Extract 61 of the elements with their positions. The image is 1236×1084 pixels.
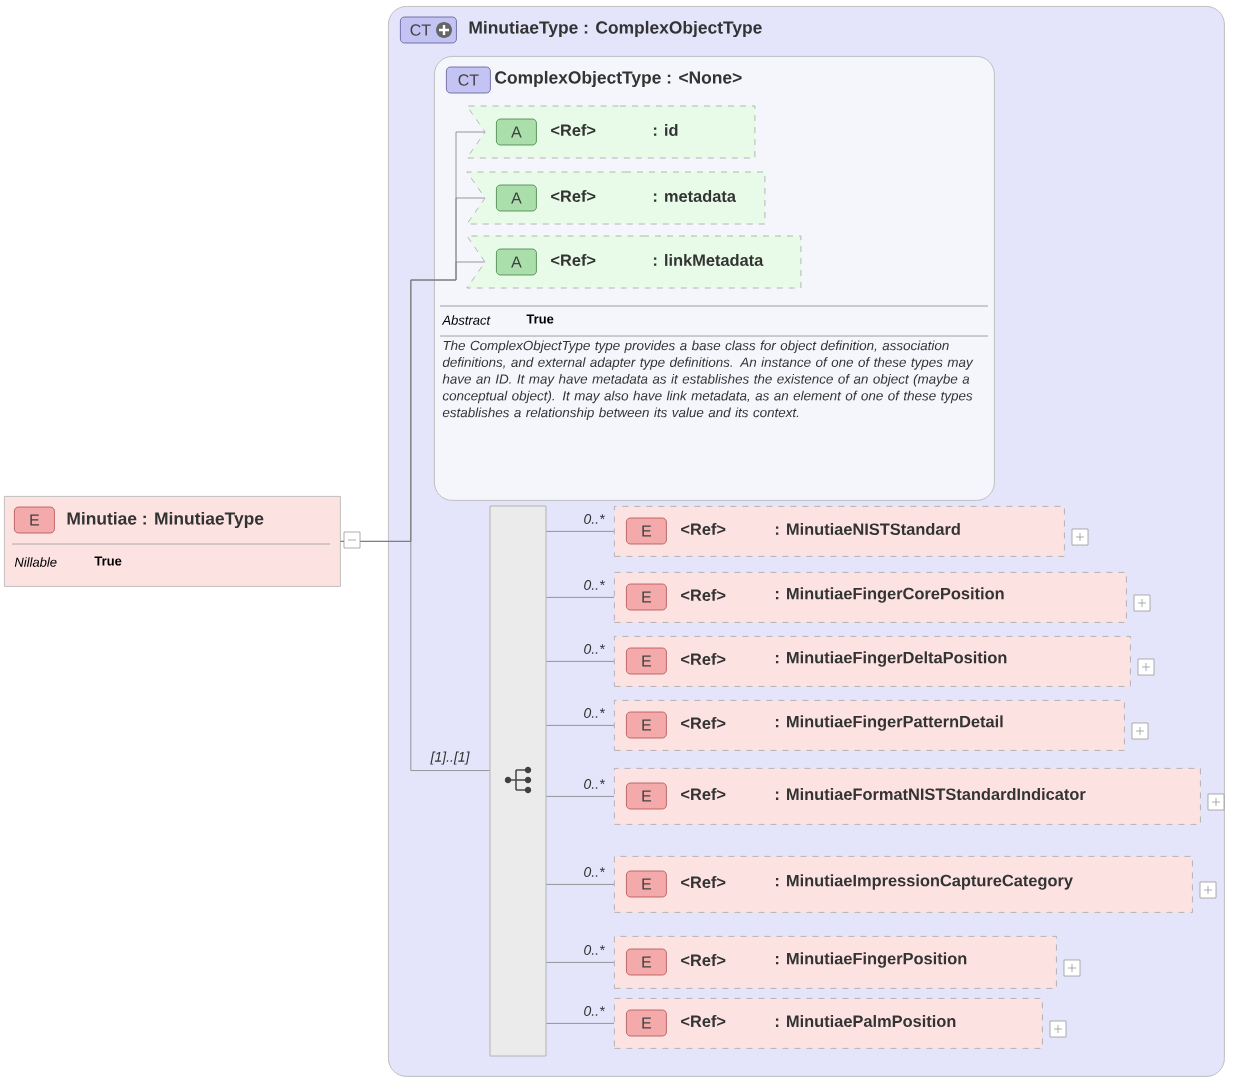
element-name: : MinutiaeFingerDeltaPosition bbox=[776, 651, 1007, 667]
attribute-name: : id bbox=[654, 124, 678, 137]
reference-label: <Ref> bbox=[551, 254, 596, 267]
reference-label: <Ref> bbox=[681, 523, 726, 536]
reference-label: <Ref> bbox=[681, 717, 726, 730]
type-title: ComplexObjectType : <None> bbox=[495, 70, 742, 88]
connector-line bbox=[546, 962, 615, 963]
reference-label: <Ref> bbox=[681, 653, 726, 666]
element-name: : MinutiaeFormatNISTStandardIndicator bbox=[776, 788, 1086, 801]
type-badge: A bbox=[496, 248, 537, 276]
attribute-box bbox=[466, 171, 766, 225]
element-box bbox=[4, 496, 341, 587]
element-box bbox=[614, 506, 1089, 557]
element-name: : MinutiaeNISTStandard bbox=[776, 523, 960, 536]
type-badge: E bbox=[626, 583, 667, 611]
type-badge: CT bbox=[446, 66, 491, 94]
element-box bbox=[614, 636, 1155, 687]
reference-label: <Ref> bbox=[681, 1015, 726, 1028]
type-badge: E bbox=[626, 1009, 667, 1037]
element-title: Minutiae : MinutiaeType bbox=[67, 511, 264, 529]
connector-line bbox=[546, 531, 615, 532]
element-box bbox=[614, 936, 1081, 989]
type-badge: E bbox=[626, 782, 667, 810]
reference-label: <Ref> bbox=[681, 589, 726, 602]
type-badge: E bbox=[626, 517, 667, 545]
element-name: : MinutiaeFingerPatternDetail bbox=[776, 715, 1003, 731]
reference-label: <Ref> bbox=[551, 124, 596, 137]
connector-line bbox=[546, 884, 615, 885]
connector-line bbox=[546, 597, 615, 598]
type-badge: E bbox=[626, 870, 667, 898]
type-badge: E bbox=[14, 506, 55, 534]
element-box bbox=[614, 856, 1217, 913]
connector-line bbox=[340, 541, 490, 771]
connector-line bbox=[546, 661, 615, 662]
type-badge: E bbox=[626, 711, 667, 739]
type-badge: A bbox=[496, 118, 537, 146]
type-title: MinutiaeType : ComplexObjectType bbox=[469, 20, 762, 38]
element-name: : MinutiaePalmPosition bbox=[776, 1015, 956, 1028]
type-badge: E bbox=[626, 948, 667, 976]
connector-line bbox=[546, 725, 615, 726]
element-name: : MinutiaeImpressionCaptureCategory bbox=[776, 874, 1073, 890]
element-name: : MinutiaeFingerCorePosition bbox=[776, 587, 1004, 603]
element-box bbox=[614, 768, 1225, 825]
type-badge: E bbox=[626, 647, 667, 675]
reference-label: <Ref> bbox=[681, 954, 726, 967]
type-badge: A bbox=[496, 184, 537, 212]
attribute-box bbox=[466, 235, 802, 289]
element-box bbox=[614, 572, 1151, 623]
attribute-name: : linkMetadata bbox=[654, 254, 764, 267]
reference-label: <Ref> bbox=[681, 788, 726, 801]
element-box bbox=[614, 700, 1149, 751]
reference-label: <Ref> bbox=[681, 876, 726, 889]
element-box bbox=[614, 998, 1067, 1049]
reference-label: <Ref> bbox=[551, 190, 596, 203]
type-badge: CT bbox=[400, 16, 457, 44]
sequence-bar bbox=[489, 505, 547, 1057]
attribute-box bbox=[466, 105, 756, 159]
connector-line bbox=[546, 1023, 615, 1024]
connector-line bbox=[546, 796, 615, 797]
attribute-name: : metadata bbox=[654, 190, 737, 203]
element-name: : MinutiaeFingerPosition bbox=[776, 952, 967, 968]
